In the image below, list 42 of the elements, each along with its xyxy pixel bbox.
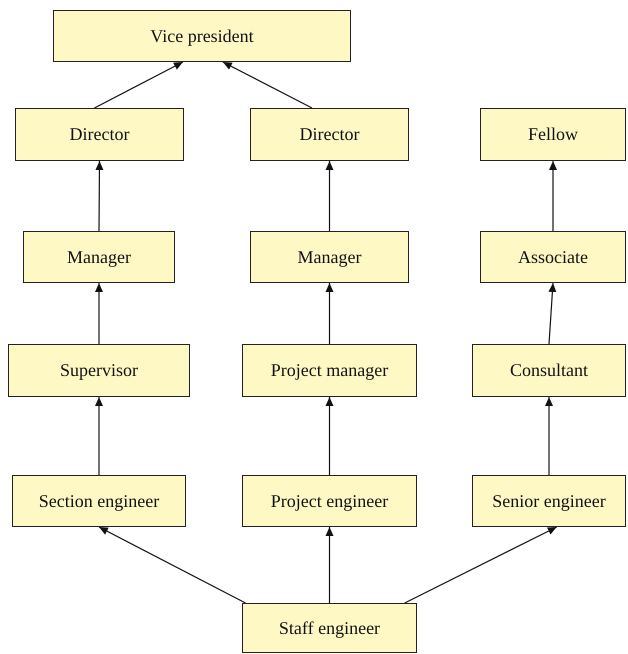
role-title: Consultant	[510, 360, 588, 381]
arrow	[545, 397, 553, 475]
role-box	[15, 108, 184, 161]
arrow	[326, 161, 334, 231]
arrow	[98, 526, 246, 604]
arrow	[95, 283, 103, 344]
role-title: Project engineer	[270, 490, 388, 512]
role-title: Director	[70, 124, 130, 145]
arrow	[404, 526, 557, 604]
role-box	[250, 108, 409, 161]
role-box	[12, 475, 186, 527]
arrow	[549, 161, 557, 231]
role-title: Staff engineer	[278, 618, 380, 638]
role-box	[472, 475, 626, 527]
role-title: Associate	[518, 246, 588, 268]
role-title: Section engineer	[38, 490, 160, 512]
role-box	[480, 231, 626, 283]
arrow	[222, 61, 312, 109]
role-box	[472, 344, 626, 397]
arrow	[326, 397, 334, 475]
role-title: Project manager	[270, 360, 388, 381]
role-title: Supervisor	[60, 360, 138, 381]
role-title: Director	[300, 124, 360, 145]
arrow	[95, 161, 104, 231]
arrow	[94, 61, 184, 109]
role-title: Manager	[298, 246, 362, 268]
role-box	[242, 475, 417, 527]
role-box	[242, 603, 417, 653]
arrow	[326, 527, 334, 603]
role-box	[480, 108, 626, 161]
role-box	[250, 231, 409, 283]
role-title: Senior engineer	[492, 490, 606, 512]
role-box	[242, 344, 417, 397]
role-box	[23, 231, 175, 283]
role-box	[53, 10, 351, 62]
role-title: Fellow	[528, 124, 578, 145]
role-box	[8, 344, 190, 397]
arrow	[548, 282, 556, 344]
arrow	[95, 397, 103, 475]
role-title: Manager	[67, 246, 131, 268]
role-title: Vice president	[150, 26, 254, 46]
arrow	[326, 283, 334, 344]
